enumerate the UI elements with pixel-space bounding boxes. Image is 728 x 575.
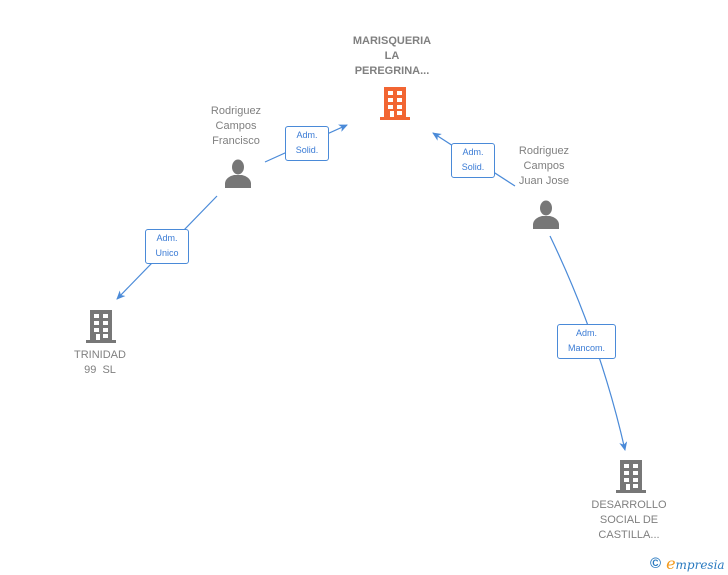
copyright-icon: ©	[650, 554, 662, 572]
node-label-line: Campos	[523, 160, 565, 172]
edge-label-line: Solid.	[461, 162, 485, 172]
node-label-line: Juan Jose	[518, 175, 570, 187]
node-label-line: 99 SL	[84, 364, 116, 376]
person-icon[interactable]	[530, 199, 562, 231]
brand-rest: mpresia	[675, 557, 725, 572]
edge-label-adm-unico[interactable]: Adm. Unico	[145, 229, 189, 264]
edge-label-line: Solid.	[295, 145, 319, 155]
edge-label-line: Adm.	[156, 233, 178, 243]
building-icon[interactable]	[84, 308, 118, 344]
brand-initial: e	[666, 553, 676, 573]
node-desarrollo-social-de-castilla[interactable]: DESARROLLO SOCIAL DE CASTILLA...	[579, 498, 679, 543]
building-icon[interactable]	[614, 458, 648, 494]
edge-label-line: Adm.	[296, 130, 318, 140]
node-label-line: Rodriguez	[518, 145, 570, 157]
node-rodriguez-campos-juan-jose[interactable]: Rodriguez Campos Juan Jose	[494, 144, 594, 189]
node-label-line: PEREGRINA...	[354, 65, 430, 77]
node-label-line: Campos	[215, 120, 257, 132]
node-label-line: SOCIAL DE	[599, 514, 659, 526]
footer-brand: © empresia	[650, 553, 725, 573]
node-label-line: Rodriguez	[210, 105, 262, 117]
person-icon[interactable]	[222, 158, 254, 190]
node-label-line: LA	[384, 50, 400, 62]
node-label-line: MARISQUERIA	[352, 35, 432, 47]
edge-label-adm-mancom[interactable]: Adm. Mancom.	[557, 324, 616, 359]
node-marisqueria[interactable]: MARISQUERIA LA PEREGRINA...	[332, 34, 452, 79]
edge-label-line: Adm.	[575, 328, 597, 338]
edge-label-line: Unico	[155, 248, 179, 258]
building-icon[interactable]	[378, 85, 412, 121]
node-label-line: Francisco	[212, 135, 260, 147]
node-rodriguez-campos-francisco[interactable]: Rodriguez Campos Francisco	[186, 104, 286, 149]
edge-label-adm-solid-juan-jose[interactable]: Adm. Solid.	[451, 143, 495, 178]
empresia-logo: empresia	[666, 554, 725, 573]
node-trinidad-99-sl[interactable]: TRINIDAD 99 SL	[50, 348, 150, 378]
node-label-line: DESARROLLO	[591, 499, 667, 511]
node-label-line: TRINIDAD	[74, 349, 126, 361]
edge-label-line: Mancom.	[567, 343, 605, 353]
edge-label-line: Adm.	[462, 147, 484, 157]
node-label-line: CASTILLA...	[598, 529, 660, 541]
edge-label-adm-solid-francisco[interactable]: Adm. Solid.	[285, 126, 329, 161]
